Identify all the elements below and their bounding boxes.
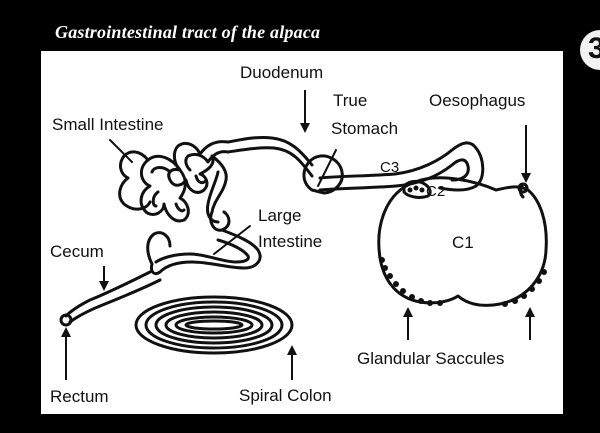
small-intestine-left-loops-inner <box>150 166 186 213</box>
cecum <box>146 231 172 266</box>
label-duodenum: Duodenum <box>240 63 324 82</box>
label-true-stomach-line1: True <box>333 91 368 110</box>
diagram-panel: Gastrointestinal tract of the alpaca <box>38 12 566 417</box>
label-large-intestine-line1: Large <box>258 206 302 225</box>
small-intestine-leader <box>109 139 133 163</box>
oesophagus-opening <box>517 182 529 194</box>
small-intestine-left-loops <box>139 154 190 223</box>
label-spiral-colon: Spiral Colon <box>239 386 332 405</box>
corner-badge-glyph: 3 <box>588 32 600 65</box>
small-intestine-loops <box>167 140 231 232</box>
label-c3: C3 <box>380 159 400 176</box>
spiral-colon-ring-6 <box>184 319 244 331</box>
glandular-saccules-dots <box>379 185 547 307</box>
small-intestine-loops-inner <box>184 150 230 224</box>
label-true-stomach-line2: Stomach <box>331 119 399 138</box>
label-rectum: Rectum <box>50 387 109 406</box>
spiral-colon-ring-4 <box>164 310 264 340</box>
large-intestine-inner <box>154 238 250 264</box>
rectum-opening <box>59 313 73 327</box>
title-bar: Gastrointestinal tract of the alpaca <box>41 15 563 51</box>
label-glandular-saccules: Glandular Saccules <box>357 349 505 368</box>
large-intestine-leader <box>213 225 251 255</box>
label-small-intestine: Small Intestine <box>52 115 164 134</box>
spiral-colon-ring-1 <box>134 295 294 355</box>
small-intestine-outer <box>118 150 152 211</box>
label-cecum: Cecum <box>50 242 104 261</box>
spiral-colon-ring-2 <box>144 300 284 350</box>
duodenum-tube <box>226 136 314 167</box>
label-large-intestine-line2: Intestine <box>258 232 323 251</box>
diagram-title: Gastrointestinal tract of the alpaca <box>55 22 321 42</box>
c3-tube-upper <box>318 141 485 192</box>
duodenum-tube-inner <box>226 146 314 178</box>
c3-tube-lower <box>318 158 470 192</box>
true-stomach <box>302 154 344 195</box>
true-stomach-leader <box>317 149 337 187</box>
colon-connector <box>64 270 152 318</box>
label-oesophagus: Oesophagus <box>429 91 526 110</box>
corner-badge: 3 <box>580 30 600 70</box>
spiral-colon-ring-5 <box>174 315 254 335</box>
label-c1: C1 <box>452 233 474 252</box>
colon-connector-inner <box>68 278 162 324</box>
label-c2: C2 <box>426 183 446 200</box>
spiral-colon-ring-3 <box>154 305 274 345</box>
large-intestine <box>150 228 262 276</box>
